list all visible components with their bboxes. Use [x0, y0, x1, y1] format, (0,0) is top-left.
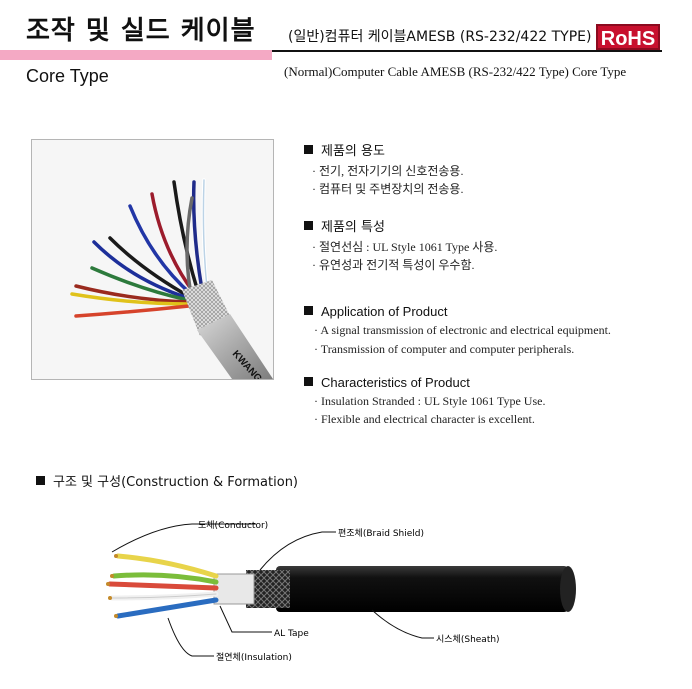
characteristics-item-2: · Flexible and electrical character is e…: [314, 412, 535, 426]
features-heading-ko: 제품의 특성: [304, 216, 385, 235]
usage-heading-ko: 제품의 용도: [304, 140, 385, 159]
label-sheath: 시스체(Sheath): [436, 634, 500, 645]
insulated-wires: [107, 553, 219, 619]
label-conductor: 도체(Conductor): [198, 520, 268, 531]
product-title-ko: (일반)컴퓨터 케이블AMESB (RS-232/422 TYPE): [288, 29, 592, 45]
bullet-square-icon: [304, 145, 313, 154]
bullet-square-icon: [304, 377, 313, 386]
features-item-1: · 절연선심 : UL Style 1061 Type 사용.: [312, 240, 498, 254]
label-al-tape: AL Tape: [274, 629, 309, 639]
accent-bar: [0, 50, 272, 60]
bullet-square-icon: [36, 476, 45, 485]
page-subtitle: Core Type: [26, 66, 109, 86]
application-item-2: · Transmission of computer and computer …: [314, 342, 575, 356]
usage-item-2: · 컴퓨터 및 주변장치의 전송용.: [312, 182, 464, 196]
page-title: 조작 및 실드 케이블: [26, 16, 256, 46]
usage-item-1: · 전기, 전자기기의 신호전송용.: [312, 164, 464, 178]
characteristics-heading: Characteristics of Product: [304, 375, 470, 391]
features-item-2: · 유연성과 전기적 특성이 우수함.: [312, 258, 475, 272]
application-heading: Application of Product: [304, 304, 447, 320]
application-item-1: · A signal transmission of electronic an…: [314, 323, 611, 337]
bullet-square-icon: [304, 221, 313, 230]
bullet-square-icon: [304, 306, 313, 315]
construction-diagram: 도체(Conductor) 편조체(Braid Shield) AL Tape …: [106, 520, 576, 663]
al-tape-layer: [213, 573, 255, 605]
sheath-layer: [276, 566, 568, 612]
label-braid-shield: 편조체(Braid Shield): [338, 527, 424, 539]
label-insulation: 절연체(Insulation): [216, 651, 292, 663]
cable-photo: KWANG I: [31, 139, 274, 380]
cable-illustration: KWANG I: [70, 178, 273, 379]
header-divider: [272, 50, 662, 52]
rohs-badge: RoHS: [596, 24, 660, 50]
characteristics-item-1: · Insulation Stranded : UL Style 1061 Ty…: [314, 394, 546, 408]
construction-heading: 구조 및 구성(Construction & Formation): [36, 471, 298, 490]
product-title-en: (Normal)Computer Cable AMESB (RS-232/422…: [284, 64, 627, 79]
